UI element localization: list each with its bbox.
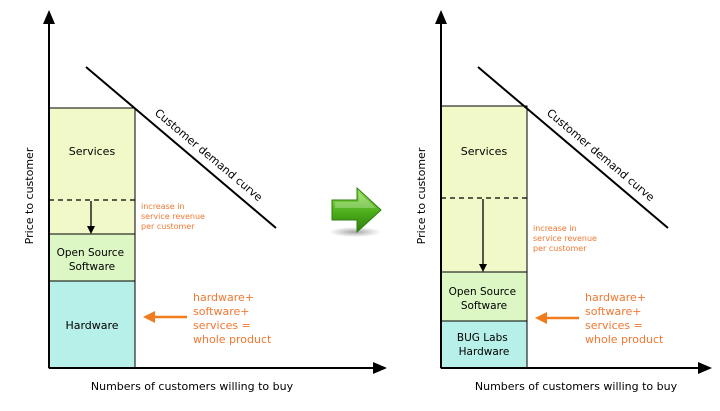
left-demand-label: Customer demand curve	[152, 106, 265, 204]
right-hardware-box	[440, 320, 528, 369]
left-demand-curve	[85, 66, 277, 229]
right-services-label: Services	[461, 145, 508, 158]
right-x-axis-label: Numbers of customers willing to buy	[475, 380, 678, 393]
right-y-axis-head	[435, 10, 447, 24]
left-increase-note: increase in service revenue per customer	[141, 202, 208, 231]
right-increase-note: increase in service revenue per customer	[533, 224, 600, 253]
left-services-label: Services	[69, 145, 116, 158]
right-product-note: hardware+ software+ services = whole pro…	[585, 291, 664, 346]
left-hardware-arrow-head	[143, 311, 155, 323]
right-demand-curve	[477, 66, 669, 229]
right-hardware-label: BUG Labs Hardware	[457, 332, 511, 358]
left-services-box	[48, 107, 136, 235]
left-y-axis-label: Price to customer	[23, 147, 36, 244]
right-x-axis-head	[698, 362, 712, 374]
left-x-axis-label: Numbers of customers willing to buy	[91, 380, 294, 393]
left-hardware-label: Hardware	[65, 319, 118, 332]
right-y-axis-label: Price to customer	[415, 147, 428, 244]
right-services-box	[440, 105, 528, 273]
left-y-axis-head	[43, 10, 55, 24]
left-product-note: hardware+ software+ services = whole pro…	[193, 291, 272, 346]
green-arrow-right-icon	[329, 186, 382, 237]
right-diagram: Customer demand curve Price to customer …	[415, 10, 712, 393]
right-open-source-label: Open Source Software	[449, 286, 520, 312]
left-open-source-box	[48, 233, 136, 282]
left-hardware-box	[48, 280, 136, 369]
left-x-axis-head	[373, 362, 387, 374]
left-open-source-label: Open Source Software	[57, 247, 128, 273]
left-down-arrow-head	[87, 226, 95, 234]
right-hardware-arrow-head	[535, 312, 547, 324]
right-demand-label: Customer demand curve	[544, 106, 657, 204]
right-down-arrow-head	[479, 264, 487, 272]
